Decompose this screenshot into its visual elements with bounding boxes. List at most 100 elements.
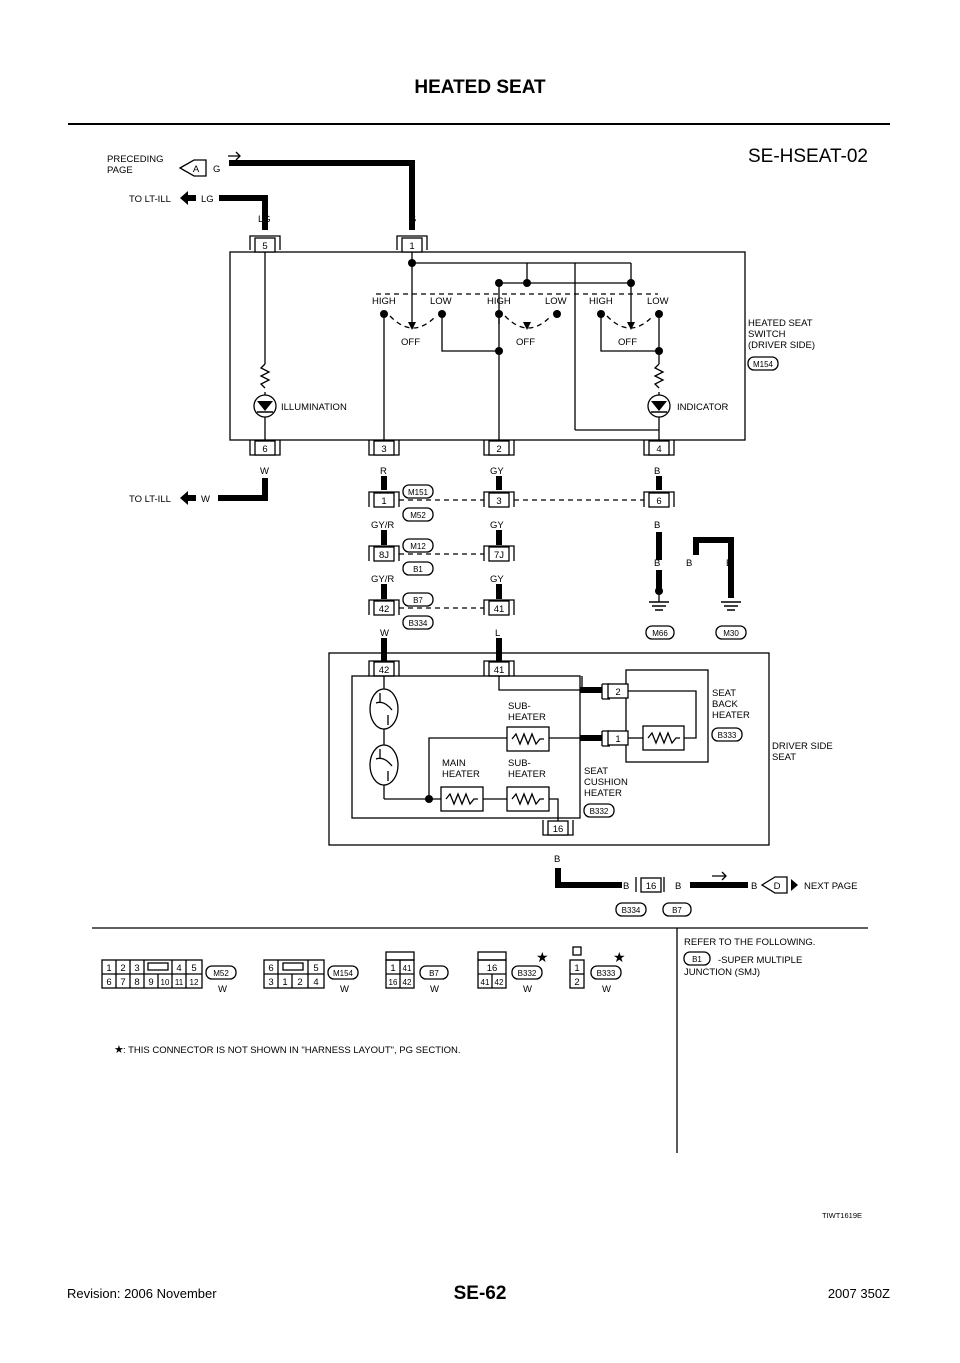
terminal-label: 42 [379,665,390,676]
resistor-icon [259,363,271,389]
wire-color-g-top: G [213,164,220,175]
connector-face-m154 [263,959,325,989]
wire-color-b-7: B [623,881,629,892]
wire [498,676,582,691]
wire-w [218,478,268,501]
switch-contact [553,310,561,318]
connector-badge-m30 [715,625,747,640]
legend-m52: M52 [213,969,229,978]
terminal-label: 42 [379,604,390,615]
wire-color-b-6: B [554,854,560,865]
arrow-left-icon [180,491,196,505]
wire [600,314,659,352]
connector-face-b333 [569,946,585,989]
label-low-3: LOW [647,296,669,307]
pin: 6 [106,977,111,988]
connector-badge-b7 [662,902,692,917]
label-off-1: OFF [401,337,420,348]
connector-m151: M151 [408,488,429,497]
wire-lg [219,195,268,230]
wire-color-w-left: W [201,494,210,505]
pin: 8 [134,977,139,988]
heated-seat-switch-box [229,251,746,441]
pin: 3 [134,963,139,974]
pin: 16 [389,978,398,987]
label-off-2: OFF [516,337,535,348]
wire-b [555,868,622,888]
preceding-page-label-2: PAGE [107,165,133,176]
connector-badge-b333 [711,727,743,742]
terminal-label: 2 [615,687,620,698]
sub-heater-1-label-1: SUB- [508,701,531,712]
switch-arrow-icon [523,322,531,330]
connector-row-m151-m52 [368,484,675,522]
image-id: TIWT1619E [822,1211,862,1220]
offpage-letter-d: D [774,881,781,892]
wire-color-r: R [380,466,387,477]
pin: 3 [268,977,273,988]
wire [628,690,697,739]
terminal-label: 3 [496,496,501,507]
indicator-label: INDICATOR [677,402,729,413]
sub-heater-2-label-1: SUB- [508,758,531,769]
wire-color-b: B [654,466,660,477]
main-heater-label-1: MAIN [442,758,466,769]
note-star-icon: ★ [114,1044,124,1056]
connector-badge-b333 [590,965,622,980]
seat-cushion-heater-box [351,675,581,819]
wire-color-gyr-1: GY/R [371,520,394,531]
legend-w-m154: W [340,984,349,995]
terminal-label: 6 [656,496,661,507]
wire [441,314,499,352]
label-high-3: HIGH [589,296,613,307]
page-title: HEATED SEAT [414,77,546,98]
connector-m12: M12 [410,542,426,551]
connector-b7: B7 [672,906,682,915]
switch-arrow-icon [627,322,635,330]
wire-color-w: W [260,466,269,477]
seat-back-heater-label-3: HEATER [712,710,750,721]
connector-badge-b332 [511,965,543,980]
legend-b332: B332 [518,969,537,978]
next-page-label: NEXT PAGE [804,881,858,892]
wire-color-gy: GY [490,466,504,477]
cushion-heater-label-2: CUSHION [584,777,628,788]
connector-bracket [249,235,281,250]
star-icon: ★ [536,949,549,965]
wire-color-g: G [409,214,416,225]
resistor-icon [445,792,478,806]
switch-name-3: (DRIVER SIDE) [748,340,815,351]
offpage-letter-a: A [193,164,200,175]
offpage-connector-d [760,876,788,894]
connector-face-m52 [101,959,203,989]
arrow-right-icon [712,871,727,881]
connector-row-b7-b334 [368,592,515,630]
switch-arc [504,315,552,329]
connector-b1: B1 [413,565,423,574]
junction-dot [408,259,416,267]
connector-b334: B334 [409,619,428,628]
wire-color-lg: LG [258,214,271,225]
connector-badge-m52 [205,965,237,980]
terminal-label: 41 [494,665,505,676]
footer-revision: Revision: 2006 November [67,1286,217,1301]
pin: 5 [313,963,318,974]
terminal-label: 41 [494,604,505,615]
terminal-label: 16 [646,881,657,892]
pin: 1 [390,963,395,974]
legend-w-m52: W [218,984,227,995]
label-low-2: LOW [545,296,567,307]
connector-badge-m154 [327,965,359,980]
wire-b-ground [693,537,734,598]
seat-top-terminals [368,660,515,677]
seat-back-heater-label-1: SEAT [712,688,736,699]
connector-badge-b332 [583,803,615,818]
legend-w-b333: W [602,984,611,995]
footer-model: 2007 350Z [828,1286,890,1301]
connector-b333: B333 [718,731,737,740]
sub-heater-2-label-2: HEATER [508,769,546,780]
junction-dot [655,347,663,355]
pin: 1 [106,963,111,974]
smj-label-2: JUNCTION (SMJ) [684,967,760,978]
